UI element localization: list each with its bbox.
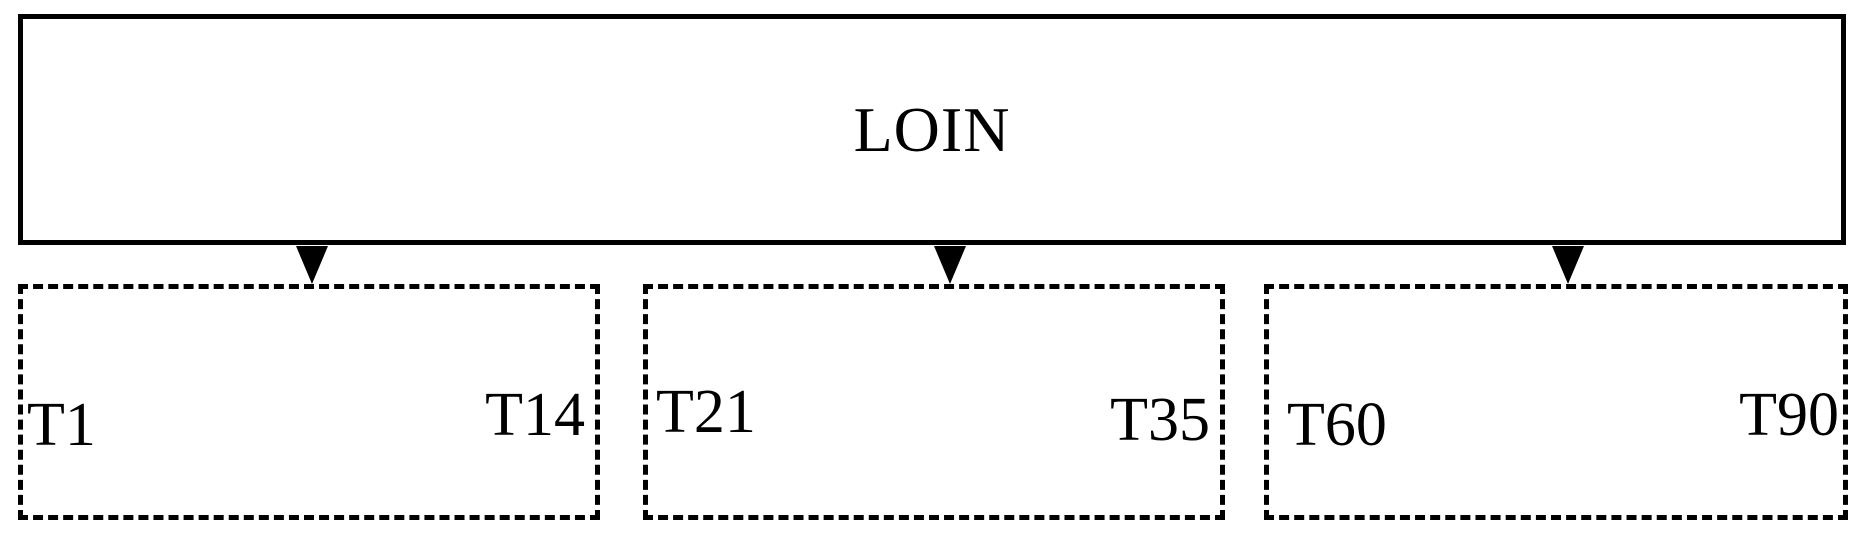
root-node-loin: LOIN [18, 14, 1846, 245]
group-start-label: T21 [656, 378, 756, 446]
group-start-label: T60 [1287, 391, 1387, 459]
time-group-3: T60 T90 [1264, 284, 1848, 520]
arrow-down-icon [934, 246, 966, 284]
group-end-label: T90 [1739, 381, 1839, 449]
arrow-down-icon [296, 246, 328, 284]
group-end-label: T35 [1110, 386, 1210, 454]
time-group-1: T1 T14 [18, 284, 600, 520]
group-end-label: T14 [485, 381, 585, 449]
root-label: LOIN [853, 93, 1011, 165]
time-group-2: T21 T35 [643, 284, 1225, 520]
group-start-label: T1 [27, 391, 96, 459]
arrow-down-icon [1552, 246, 1584, 284]
